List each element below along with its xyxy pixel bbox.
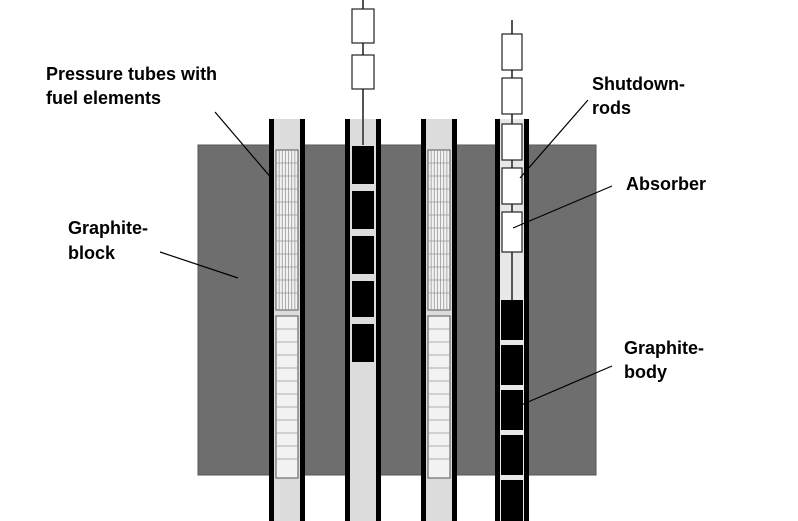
fuel-elements-lower-3 [427, 315, 451, 479]
label-shutdown-rods: Shutdown- rods [592, 74, 690, 118]
absorber-segments-top [351, 8, 375, 90]
fuel-elements-lower [275, 315, 299, 479]
shutdown-channel-4 [495, 20, 529, 521]
absorber-channel-2 [345, 0, 381, 521]
label-graphite-block: Graphite- block [68, 218, 153, 263]
leader-graphite-body [520, 365, 613, 406]
fuel-channel-1 [269, 119, 305, 521]
fuel-elements-upper [275, 149, 299, 311]
graphite-body-segments-4 [501, 300, 523, 521]
shutdown-rod-segments [501, 33, 523, 253]
leader-graphite-block [159, 251, 239, 279]
graphite-block [197, 144, 597, 476]
fuel-channel-3 [421, 119, 457, 521]
label-absorber: Absorber [626, 174, 706, 194]
label-pressure-tubes: Pressure tubes with fuel elements [46, 64, 222, 108]
fuel-elements-upper-3 [427, 149, 451, 311]
leader-shutdown-rods [519, 99, 589, 179]
leader-pressure-tubes [214, 111, 274, 181]
label-graphite-body: Graphite- body [624, 338, 709, 382]
graphite-body-segments-2 [352, 146, 374, 362]
leader-absorber [512, 185, 613, 229]
